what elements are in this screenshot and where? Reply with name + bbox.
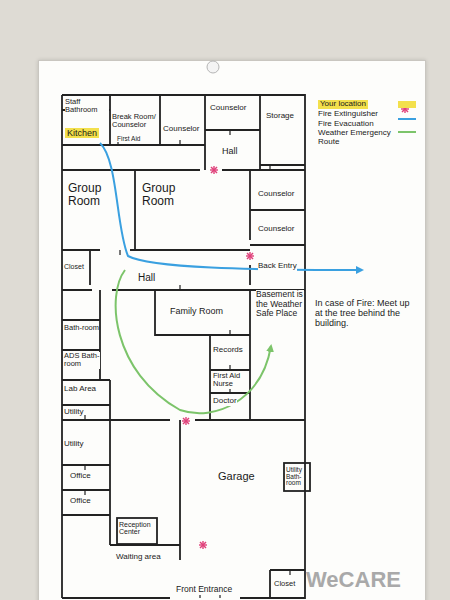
room-label: Closet: [64, 263, 84, 271]
room-label: Office: [70, 472, 91, 481]
room-label: First Aid: [117, 135, 140, 142]
room-label: Basement is the Weather Safe Place: [256, 290, 304, 319]
fire-extinguishers: [182, 166, 254, 549]
room-label: Doctor: [213, 397, 237, 406]
room-label: Counselor: [163, 125, 199, 134]
room-label: Back Entry: [258, 262, 297, 271]
room-label: Bath-room: [64, 324, 99, 332]
legend-text: Fire Extinguisher: [318, 110, 378, 119]
room-label: Group Room: [142, 182, 192, 209]
room-label: Utility: [64, 408, 84, 417]
legend-swatch: [398, 101, 416, 108]
push-pin: [207, 61, 219, 73]
fire-note: In case of Fire: Meet up at the tree beh…: [315, 298, 415, 328]
room-label: Counselor: [210, 104, 246, 113]
legend-text: Your location: [318, 100, 368, 109]
room-label: Hall: [138, 272, 155, 283]
room-label: First Aid Nurse: [213, 372, 248, 389]
room-label: Staff Bathroom: [65, 98, 109, 115]
room-label: Utility: [64, 440, 84, 449]
room-label: Office: [70, 497, 91, 506]
room-label: Hall: [222, 146, 238, 156]
room-label: Front Entrance: [176, 585, 232, 595]
fire-evacuation-route: [100, 143, 362, 270]
location-label: Kitchen: [65, 128, 99, 138]
room-label: Storage: [266, 112, 294, 121]
legend-samples: [398, 105, 416, 132]
room-label: Reception Center: [119, 521, 155, 535]
room-label: Counselor: [258, 225, 294, 234]
room-label: Garage: [218, 470, 255, 482]
room-label: Family Room: [170, 306, 223, 316]
room-label: Counselor: [258, 190, 294, 199]
room-label: Closet: [274, 580, 295, 588]
room-label: ADS Bath-room: [64, 352, 100, 369]
weather-emergency-route: [116, 270, 271, 413]
legend-text: Weather Emergency Route: [318, 129, 396, 147]
door-marks: [85, 130, 290, 598]
room-label: Group Room: [68, 182, 112, 209]
room-label: Utility Bath-room: [286, 467, 309, 487]
room-label: Lab Area: [64, 385, 96, 394]
room-label: Break Room/ Counselor: [112, 113, 158, 130]
walls: [62, 95, 310, 598]
room-label: Records: [213, 346, 243, 355]
watermark: WeCARE: [306, 568, 401, 593]
room-label: Waiting area: [116, 553, 161, 562]
